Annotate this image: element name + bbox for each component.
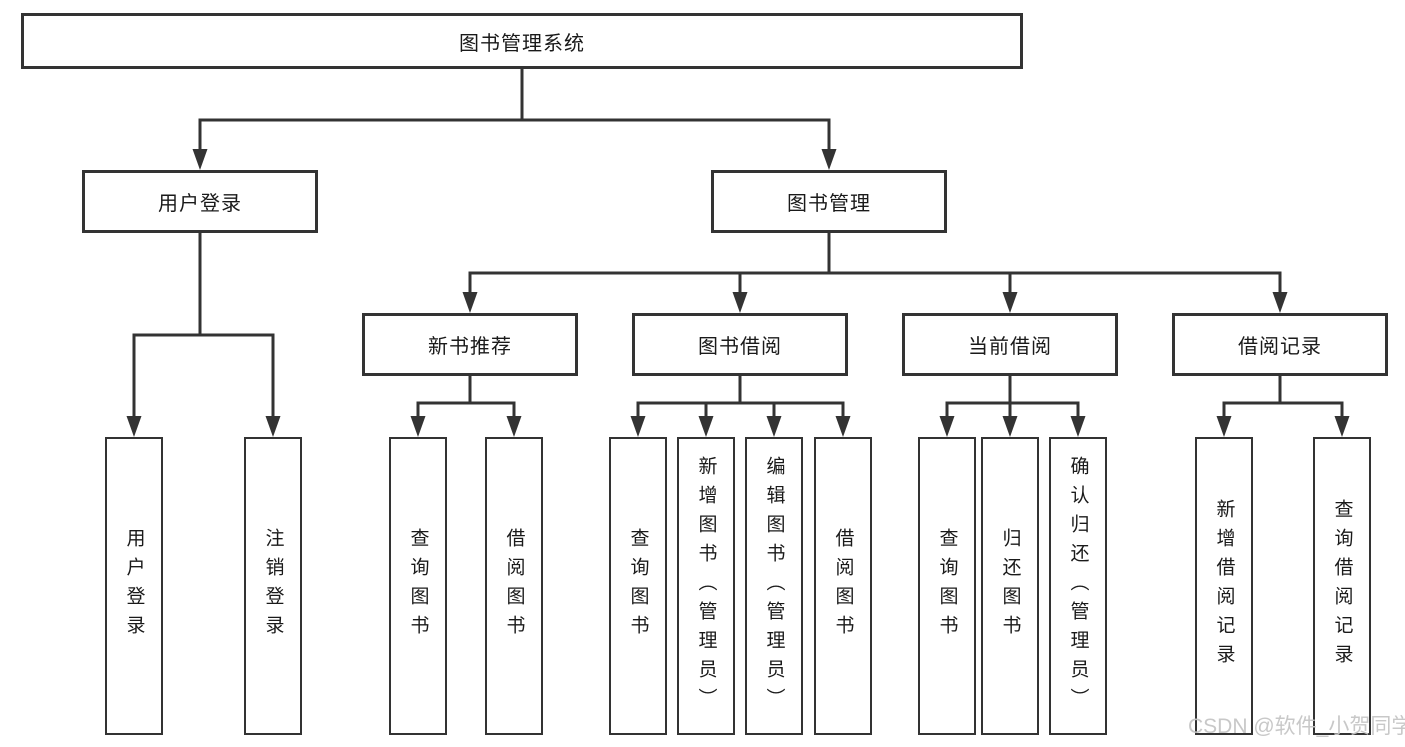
arrowhead-book-borrow xyxy=(766,416,782,437)
node-rec-query: 查询图书 xyxy=(389,437,447,735)
node-bb-query: 查询图书 xyxy=(609,437,667,735)
node-logout: 注销登录 xyxy=(244,437,302,735)
arrowhead-current-borrow xyxy=(1002,416,1018,437)
arrowhead-book-borrow xyxy=(835,416,851,437)
node-cb-confirm: 确认归还（管理员） xyxy=(1049,437,1107,735)
node-bb-borrow: 借阅图书 xyxy=(814,437,872,735)
arrowhead-current-borrow xyxy=(1070,416,1086,437)
node-current-borrow: 当前借阅 xyxy=(902,313,1118,376)
node-bb-add: 新增图书（管理员） xyxy=(677,437,735,735)
node-login: 用户登录 xyxy=(105,437,163,735)
node-root: 图书管理系统 xyxy=(21,13,1023,69)
arrowhead-new-book-rec xyxy=(410,416,426,437)
arrowhead-user-login xyxy=(126,416,142,437)
node-book-borrow: 图书借阅 xyxy=(632,313,848,376)
node-new-book-rec: 新书推荐 xyxy=(362,313,578,376)
arrowhead-user-login xyxy=(265,416,281,437)
node-bb-edit: 编辑图书（管理员） xyxy=(745,437,803,735)
node-user-login: 用户登录 xyxy=(82,170,318,233)
arrowhead-current-borrow xyxy=(939,416,955,437)
arrowhead-borrow-records xyxy=(1334,416,1350,437)
node-cb-query: 查询图书 xyxy=(918,437,976,735)
arrowhead-book-mgmt xyxy=(1002,292,1018,313)
node-br-add: 新增借阅记录 xyxy=(1195,437,1253,735)
arrowhead-new-book-rec xyxy=(506,416,522,437)
arrowhead-book-borrow xyxy=(630,416,646,437)
node-rec-borrow: 借阅图书 xyxy=(485,437,543,735)
arrowhead-borrow-records xyxy=(1216,416,1232,437)
arrowhead-book-mgmt xyxy=(1272,292,1288,313)
node-book-mgmt: 图书管理 xyxy=(711,170,947,233)
node-br-query: 查询借阅记录 xyxy=(1313,437,1371,735)
node-borrow-records: 借阅记录 xyxy=(1172,313,1388,376)
node-cb-return: 归还图书 xyxy=(981,437,1039,735)
arrowhead-book-mgmt xyxy=(732,292,748,313)
arrowhead-root xyxy=(192,149,208,170)
arrowhead-root xyxy=(821,149,837,170)
arrowhead-book-borrow xyxy=(698,416,714,437)
arrowhead-book-mgmt xyxy=(462,292,478,313)
